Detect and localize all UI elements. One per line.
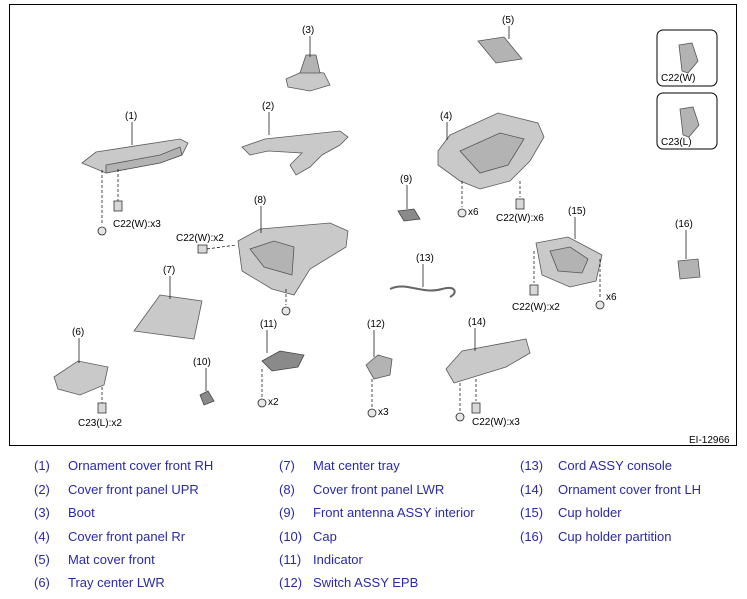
legend-number: (14) <box>520 482 544 497</box>
legend-name: Cap <box>313 529 337 544</box>
legend-name: Cover front panel UPR <box>68 482 199 497</box>
callout-6: (6) <box>72 327 84 338</box>
figure-id: EI-12966 <box>689 435 730 446</box>
legend-name: Indicator <box>313 552 363 567</box>
legend-name: Ornament cover front LH <box>558 482 702 497</box>
legend-number: (1) <box>34 458 50 473</box>
quantity-14: C22(W):x3 <box>472 417 520 428</box>
legend-name: Cord ASSY console <box>558 458 672 473</box>
callout-15: (15) <box>568 206 586 217</box>
callout-13: (13) <box>416 253 434 264</box>
clip-key-c23l: C23(L) <box>656 92 718 150</box>
quantity-15b: x6 <box>606 292 617 303</box>
legend-number: (13) <box>520 458 544 473</box>
legend-name: Mat center tray <box>313 458 400 473</box>
part-16-cup-holder-partition <box>677 258 701 280</box>
part-12-switch-assy-epb <box>365 354 393 380</box>
callout-10: (10) <box>193 357 211 368</box>
legend-number: (10) <box>279 529 303 544</box>
legend-number: (7) <box>279 458 295 473</box>
part-11-indicator <box>261 350 305 372</box>
clip-icon <box>529 284 539 296</box>
clip-icon <box>515 198 525 210</box>
legend-number: (5) <box>34 552 50 567</box>
part-5-mat-cover-front <box>477 36 523 64</box>
part-14-ornament-cover-front-lh <box>445 338 531 384</box>
clip-icon <box>197 244 208 254</box>
legend-number: (15) <box>520 505 544 520</box>
legend-number: (3) <box>34 505 50 520</box>
callout-8: (8) <box>254 195 266 206</box>
legend-name: Cup holder <box>558 505 622 520</box>
screw-icon <box>457 208 467 218</box>
callout-3: (3) <box>302 25 314 36</box>
screw-icon <box>455 412 465 422</box>
part-2-cover-front-panel-upr <box>241 130 349 176</box>
legend-name: Ornament cover front RH <box>68 458 214 473</box>
screw-icon <box>367 408 377 418</box>
callout-2: (2) <box>262 101 274 112</box>
exploded-diagram-frame: (1) C22(W):x3 (2) (3) (4) x6 C22(W):x6 (… <box>9 4 737 446</box>
part-15-cup-holder <box>535 236 603 288</box>
callout-4: (4) <box>440 111 452 122</box>
legend-number: (2) <box>34 482 50 497</box>
legend-name: Cup holder partition <box>558 529 672 544</box>
legend-number: (12) <box>279 575 303 590</box>
clip-icon <box>471 402 481 414</box>
legend-number: (16) <box>520 529 544 544</box>
legend-number: (9) <box>279 505 295 520</box>
clip-icon <box>113 200 123 212</box>
legend-name: Front antenna ASSY interior <box>313 505 475 520</box>
quantity-12: x3 <box>378 407 389 418</box>
part-7-mat-center-tray <box>133 294 203 340</box>
quantity-6: C23(L):x2 <box>78 418 122 429</box>
clip-icon <box>97 402 107 414</box>
callout-14: (14) <box>468 317 486 328</box>
screw-icon <box>97 226 107 236</box>
screw-icon <box>257 398 267 408</box>
callout-11: (11) <box>260 319 277 330</box>
clip-key-c22w-label: C22(W) <box>661 73 695 84</box>
quantity-1: C22(W):x3 <box>113 219 161 230</box>
legend-number: (6) <box>34 575 50 590</box>
part-13-cord-assy-console <box>389 285 456 298</box>
callout-12: (12) <box>367 319 385 330</box>
part-4-cover-front-panel-rr <box>437 112 545 190</box>
part-3-boot <box>285 54 331 92</box>
legend-name: Cover front panel Rr <box>68 529 186 544</box>
legend-name: Boot <box>68 505 95 520</box>
legend-name: Tray center LWR <box>68 575 165 590</box>
callout-1: (1) <box>125 111 137 122</box>
quantity-4b: C22(W):x6 <box>496 213 544 224</box>
part-8-cover-front-panel-lwr <box>237 222 349 296</box>
part-1-ornament-cover-front-rh <box>81 138 189 174</box>
part-6-tray-center-lwr <box>53 360 109 396</box>
legend-number: (11) <box>279 552 302 567</box>
parts-legend: (1) Ornament cover front RH (2) Cover fr… <box>0 452 747 599</box>
clip-key-c22w: C22(W) <box>656 29 718 87</box>
legend-name: Switch ASSY EPB <box>313 575 419 590</box>
callout-5: (5) <box>502 15 514 26</box>
clip-c23l-icon <box>679 106 700 138</box>
clip-c22w-icon <box>678 42 699 74</box>
part-10-cap <box>199 390 215 406</box>
screw-icon <box>281 306 291 316</box>
legend-name: Mat cover front <box>68 552 155 567</box>
clip-key-c23l-label: C23(L) <box>661 137 692 148</box>
callout-9: (9) <box>400 174 412 185</box>
screw-icon <box>595 300 605 310</box>
callout-7: (7) <box>163 265 175 276</box>
legend-number: (4) <box>34 529 50 544</box>
quantity-4a: x6 <box>468 207 479 218</box>
quantity-15a: C22(W):x2 <box>512 302 560 313</box>
legend-name: Cover front panel LWR <box>313 482 445 497</box>
quantity-8: C22(W):x2 <box>176 233 224 244</box>
part-9-front-antenna-assy-interior <box>397 208 421 222</box>
callout-16: (16) <box>675 219 693 230</box>
exploded-diagram: (1) C22(W):x3 (2) (3) (4) x6 C22(W):x6 (… <box>53 15 730 446</box>
legend-number: (8) <box>279 482 295 497</box>
quantity-11: x2 <box>268 397 279 408</box>
